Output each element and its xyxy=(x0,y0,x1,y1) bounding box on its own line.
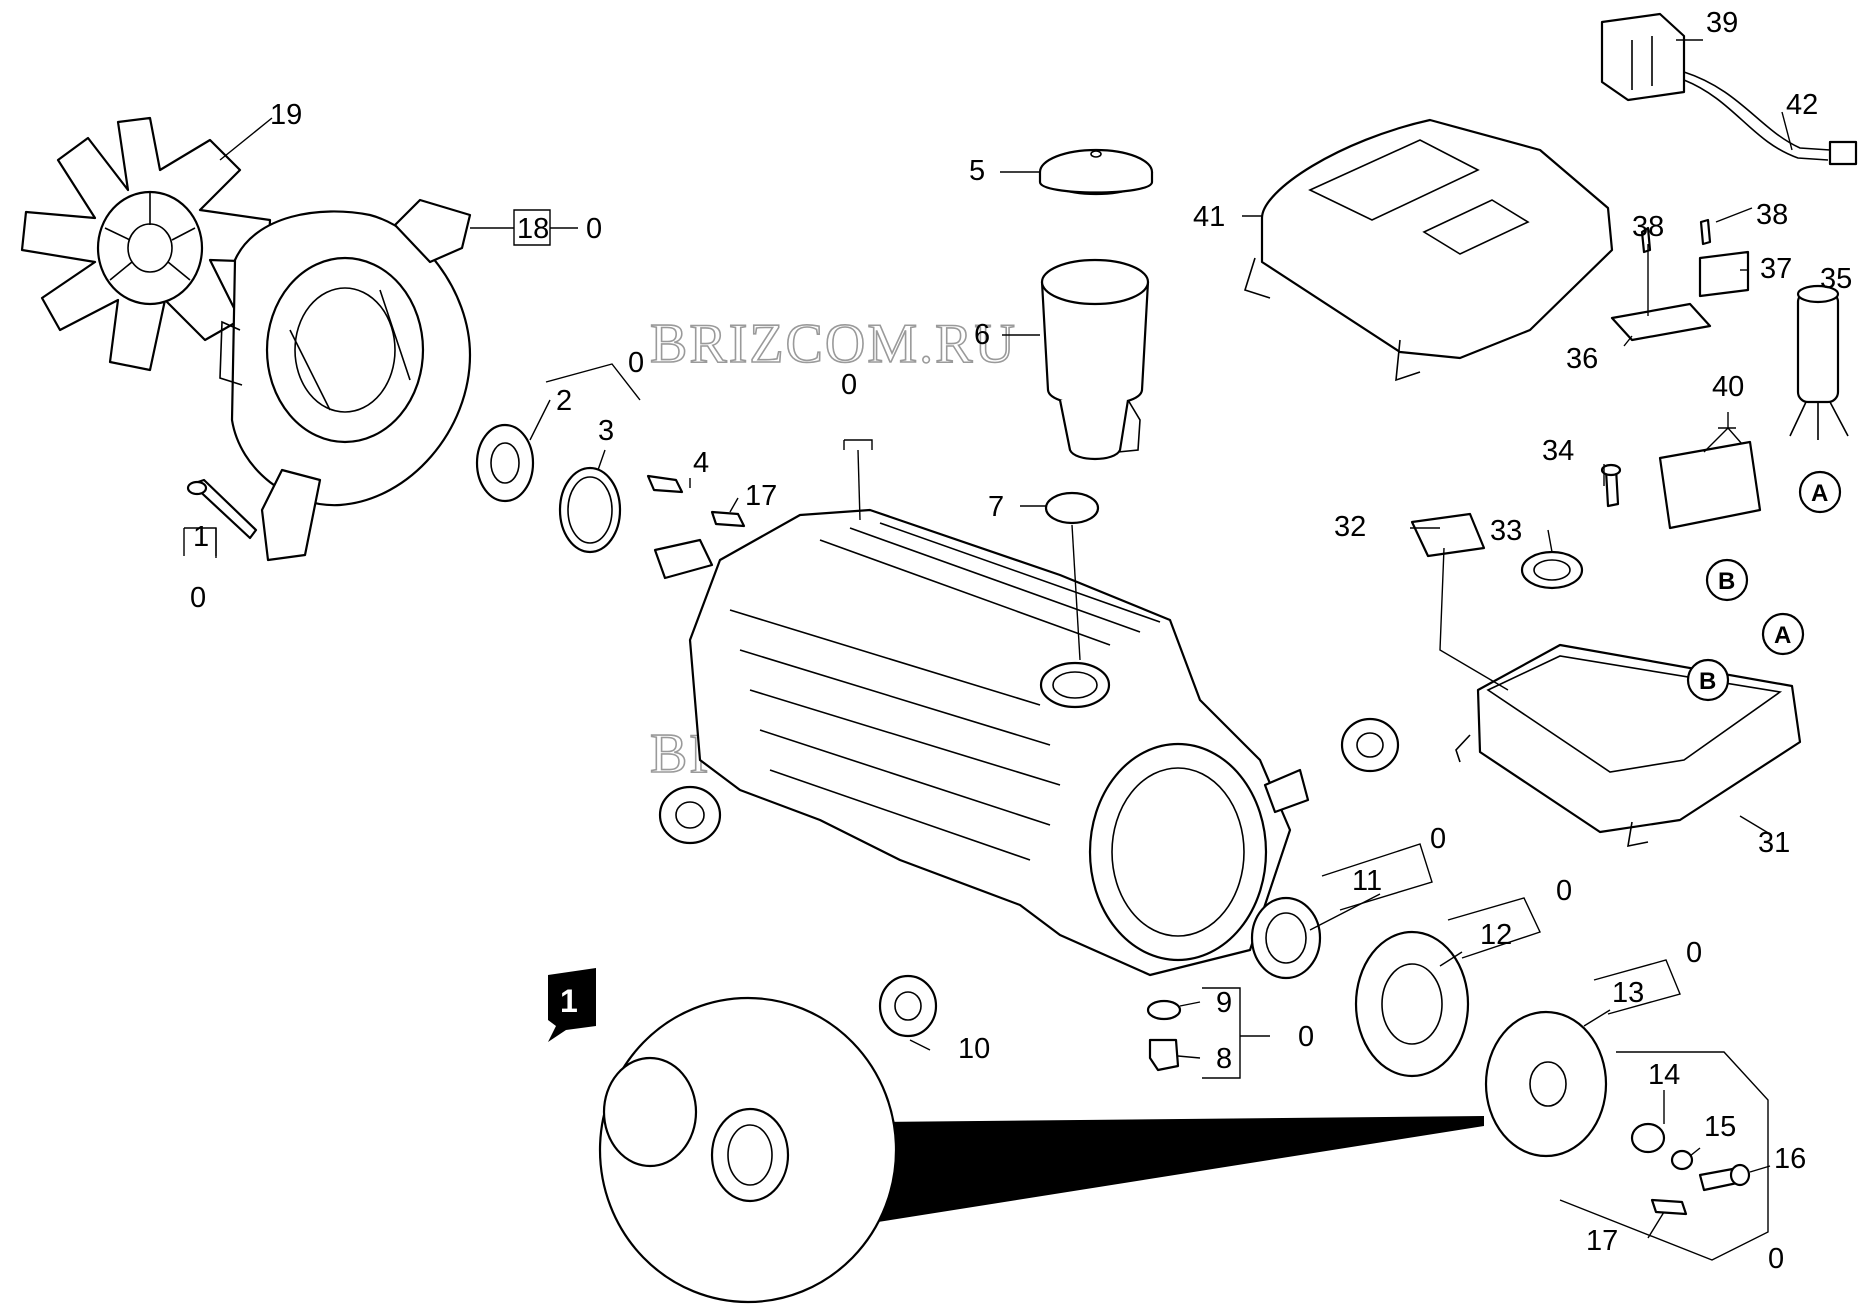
label-0-seal: 0 xyxy=(1430,823,1446,855)
spring-ring xyxy=(558,466,622,554)
label-0-motor: 0 xyxy=(841,369,857,401)
label-37: 37 xyxy=(1760,253,1792,285)
feather-key-17 xyxy=(710,510,746,528)
rubber-foot-10 xyxy=(878,974,938,1038)
circle-marker-a-upper: A xyxy=(1798,470,1842,514)
feather-key-4 xyxy=(646,474,684,494)
rubber-foot-right xyxy=(1340,717,1400,773)
flange-13 xyxy=(1484,1010,1608,1158)
label-38-left: 38 xyxy=(1632,211,1664,243)
label-11: 11 xyxy=(1352,865,1382,897)
roller-bearing-12 xyxy=(1354,930,1470,1078)
shaft-seal-11 xyxy=(1250,896,1322,980)
oil-tank-cap xyxy=(1038,148,1154,196)
label-32: 32 xyxy=(1334,511,1366,543)
label-17-bottom: 17 xyxy=(1586,1225,1618,1257)
label-36: 36 xyxy=(1566,343,1598,375)
washer-14 xyxy=(1630,1122,1666,1154)
label-35: 35 xyxy=(1820,263,1852,295)
label-4: 4 xyxy=(693,447,709,479)
bracket-36 xyxy=(1610,302,1712,342)
part-labels: 19 18 0 1 0 0 2 3 4 17 0 5 6 7 41 9 8 0 … xyxy=(190,7,1852,1275)
label-6: 6 xyxy=(974,319,990,351)
label-18: 18 xyxy=(517,213,549,245)
contactor-39 xyxy=(1600,12,1686,102)
leader-lines xyxy=(183,39,1793,1261)
terminal-box-cover xyxy=(1243,118,1614,382)
label-34: 34 xyxy=(1542,435,1574,467)
label-31: 31 xyxy=(1758,827,1790,859)
label-16: 16 xyxy=(1774,1143,1806,1175)
label-14: 14 xyxy=(1648,1059,1680,1091)
label-0-under-1: 0 xyxy=(190,582,206,614)
label-2: 2 xyxy=(556,385,572,417)
capacitor-35 xyxy=(1789,284,1849,440)
label-33: 33 xyxy=(1490,515,1522,547)
o-ring-7 xyxy=(1044,491,1100,525)
svg-text:B: B xyxy=(1699,668,1716,695)
terminal-strip-37 xyxy=(1698,250,1750,298)
feather-key-17b xyxy=(1650,1198,1688,1216)
oil-tank xyxy=(1040,258,1150,460)
lock-washer-15 xyxy=(1670,1149,1694,1171)
label-10: 10 xyxy=(958,1033,990,1065)
label-39: 39 xyxy=(1706,7,1738,39)
plug-32 xyxy=(1410,512,1486,558)
label-9: 9 xyxy=(1216,987,1232,1019)
svg-text:A: A xyxy=(1774,622,1791,649)
terminal-box-base xyxy=(1455,643,1802,848)
label-38-right: 38 xyxy=(1756,199,1788,231)
label-7: 7 xyxy=(988,491,1004,523)
label-17: 17 xyxy=(745,480,777,512)
end-shield-housing xyxy=(219,198,472,562)
circle-marker-a-lower: A xyxy=(1761,612,1805,656)
svg-text:B: B xyxy=(1718,568,1735,595)
label-12: 12 xyxy=(1480,919,1512,951)
label-0-flange: 0 xyxy=(1686,937,1702,969)
circle-marker-b-upper: B xyxy=(1705,558,1749,602)
label-15: 15 xyxy=(1704,1111,1736,1143)
label-42: 42 xyxy=(1786,89,1818,121)
screw-1 xyxy=(186,478,258,540)
detail-view xyxy=(598,996,1484,1304)
drain-plug-8 xyxy=(1148,1038,1180,1072)
label-0-after-18: 0 xyxy=(586,213,602,245)
label-19: 19 xyxy=(270,99,302,131)
label-8: 8 xyxy=(1216,1043,1232,1075)
circle-marker-b-lower: B xyxy=(1686,658,1730,702)
grommet-33 xyxy=(1520,550,1584,590)
callout-badge: 1 xyxy=(548,968,596,1042)
terminal-block-40 xyxy=(1658,440,1762,530)
label-41: 41 xyxy=(1193,201,1225,233)
label-0-bearing-set: 0 xyxy=(628,347,644,379)
label-0-bearing-12: 0 xyxy=(1556,875,1572,907)
screw-16 xyxy=(1698,1163,1751,1192)
label-40: 40 xyxy=(1712,371,1744,403)
label-3: 3 xyxy=(598,415,614,447)
screw-34 xyxy=(1600,463,1622,508)
svg-text:1: 1 xyxy=(560,983,578,1019)
svg-text:A: A xyxy=(1811,480,1828,507)
o-ring-9 xyxy=(1146,999,1182,1021)
fan-impeller xyxy=(20,116,272,372)
label-13: 13 xyxy=(1612,977,1644,1009)
label-0-bottom: 0 xyxy=(1768,1243,1784,1275)
label-0-plug-set: 0 xyxy=(1298,1021,1314,1053)
label-5: 5 xyxy=(969,155,985,187)
screw-38-lower xyxy=(1699,218,1712,246)
cable-42 xyxy=(1683,71,1858,166)
ball-bearing-front xyxy=(475,423,535,503)
label-1: 1 xyxy=(193,521,209,553)
motor-housing xyxy=(653,508,1310,977)
watermark-top: BRIZCOM.RU xyxy=(650,313,1017,375)
rubber-foot-left xyxy=(658,785,722,845)
